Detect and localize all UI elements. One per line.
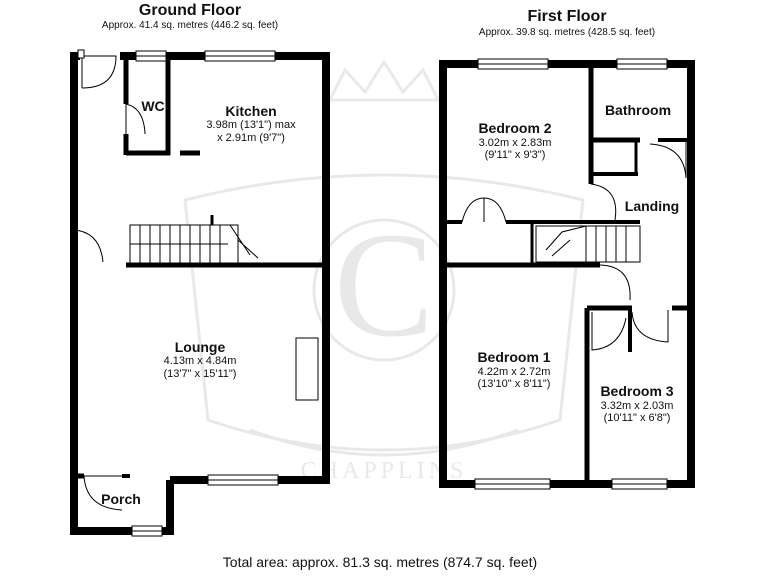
bedroom-3-label: Bedroom 3 xyxy=(600,383,674,399)
bedroom-3-dimensions-imperial: (10'11" x 6'8") xyxy=(603,412,671,424)
bedroom-1-dimensions-imperial: (13'10" x 8'11") xyxy=(477,378,551,390)
kitchen-dimensions-imperial: x 2.91m (9'7") xyxy=(217,132,285,144)
landing-label: Landing xyxy=(624,198,680,214)
kitchen-dimensions-metric: 3.98m (13'1") max xyxy=(206,119,296,131)
ground-floor-title: Ground Floor xyxy=(138,2,242,19)
lounge-dimensions-imperial: (13'7" x 15'11") xyxy=(163,368,237,380)
lounge-label: Lounge xyxy=(174,339,226,355)
total-area: Total area: approx. 81.3 sq. metres (874… xyxy=(222,554,538,570)
bedroom-1-dimensions-metric: 4.22m x 2.72m xyxy=(477,366,551,378)
bedroom-2-dimensions-imperial: (9'11" x 9'3") xyxy=(484,149,546,161)
bathroom-label: Bathroom xyxy=(604,102,672,118)
wc-label: WC xyxy=(141,98,165,114)
bedroom-1-label: Bedroom 1 xyxy=(477,349,551,365)
porch-label: Porch xyxy=(101,491,141,507)
first-floor-title: First Floor xyxy=(527,8,607,25)
ground-floor-fixtures xyxy=(73,49,319,537)
bedroom-2-label: Bedroom 2 xyxy=(478,120,552,136)
first-floor-area: Approx. 39.8 sq. metres (428.5 sq. feet) xyxy=(478,27,656,38)
watermark: C CHAPPLINS xyxy=(183,59,585,484)
kitchen-label: Kitchen xyxy=(225,103,277,119)
first-floor-fixtures xyxy=(461,58,687,490)
watermark-letter: C xyxy=(334,202,434,368)
lounge-dimensions-metric: 4.13m x 4.84m xyxy=(163,355,237,367)
bedroom-2-dimensions-metric: 3.02m x 2.83m xyxy=(478,137,552,149)
ground-floor-area: Approx. 41.4 sq. metres (446.2 sq. feet) xyxy=(101,20,279,31)
bedroom-3-dimensions-metric: 3.32m x 2.03m xyxy=(600,400,674,412)
